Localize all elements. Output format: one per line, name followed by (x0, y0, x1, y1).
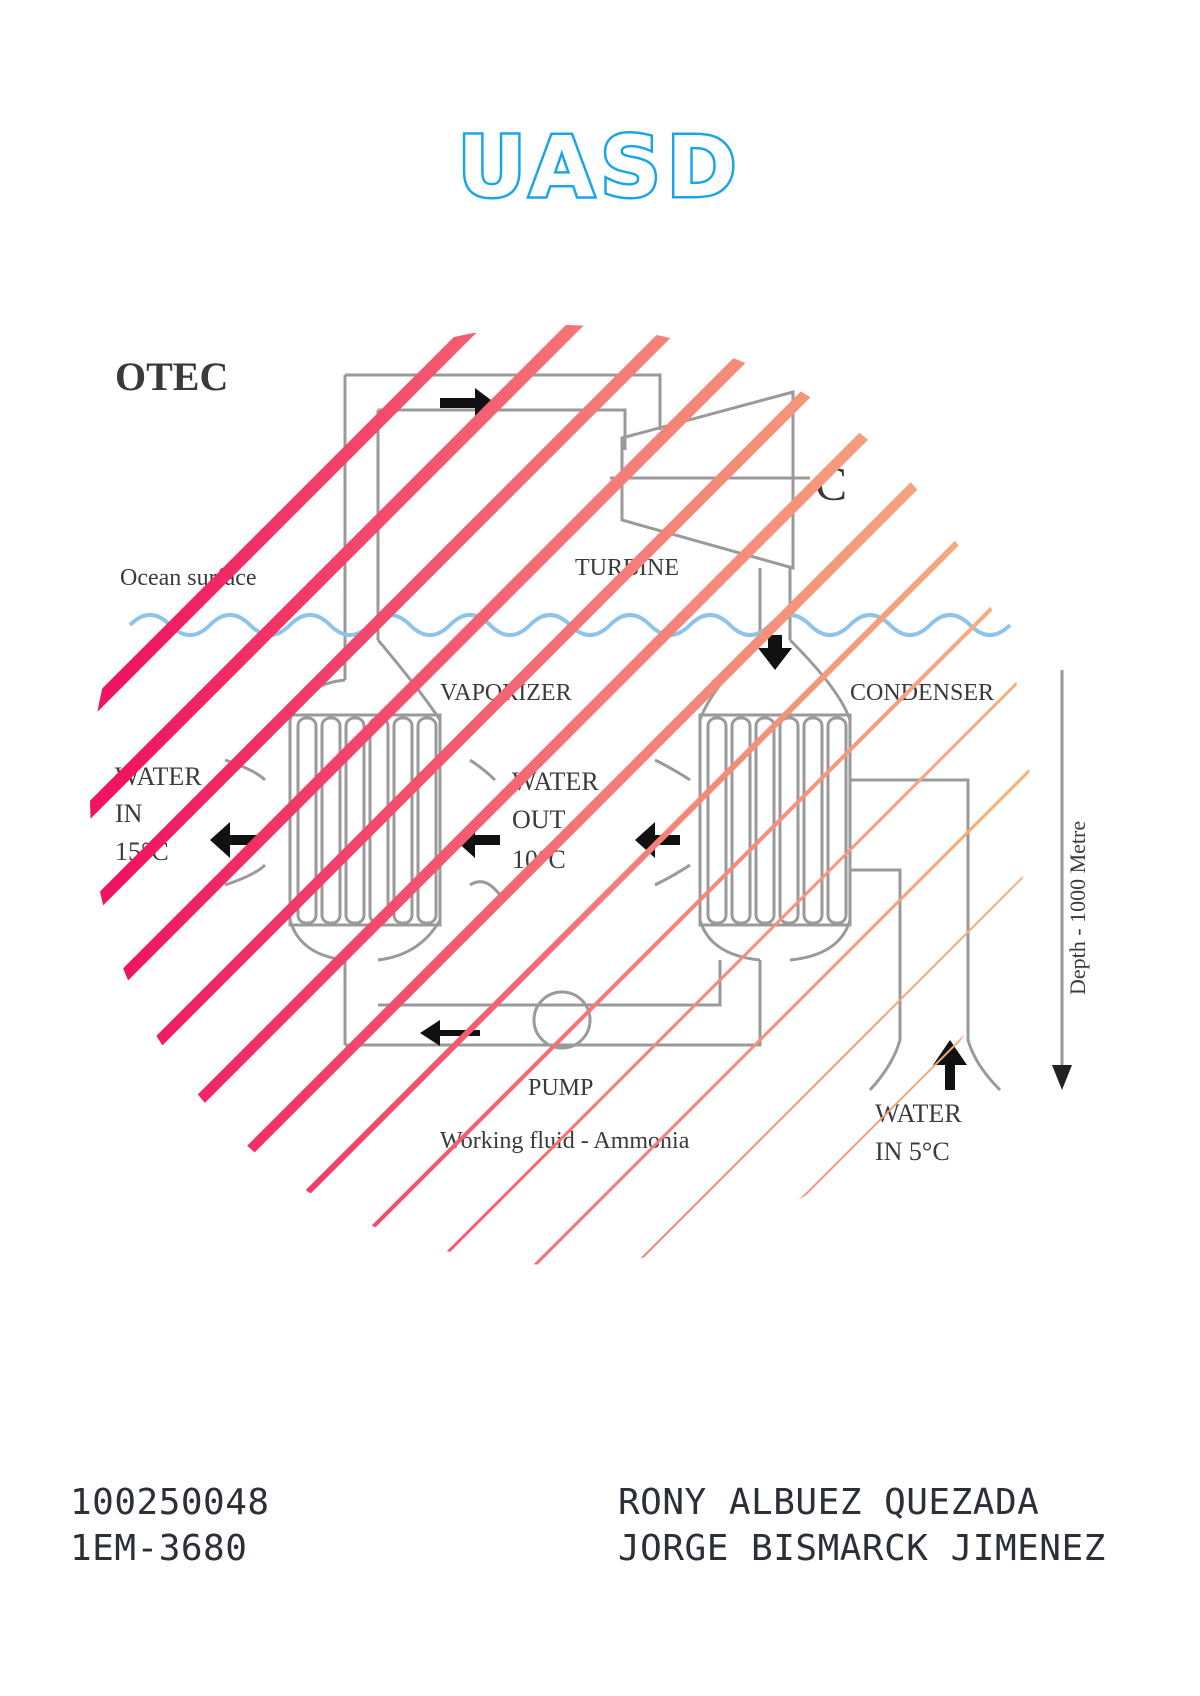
water-out-line-2: OUT (512, 805, 566, 834)
pump-label: PUMP (528, 1075, 593, 1101)
diagram-heading: OTEC (115, 354, 228, 399)
condenser-label: CONDENSER (850, 680, 994, 706)
water-in-warm-line-2: IN (115, 799, 143, 828)
author-list: RONY ALBUEZ QUEZADA JORGE BISMARCK JIMEN… (618, 1480, 1106, 1572)
depth-label: Depth - 1000 Metre (1065, 821, 1090, 995)
water-in-cold-line-1: WATER (875, 1099, 962, 1128)
student-id: 100250048 (70, 1482, 270, 1523)
page-title: UASD (455, 116, 743, 219)
author-name: RONY ALBUEZ QUEZADA (618, 1482, 1040, 1523)
course-code: 1EM-3680 (70, 1528, 248, 1569)
flow-arrows (210, 388, 967, 1090)
left-info: 100250048 1EM-3680 (70, 1480, 270, 1572)
arrow-up-icon (933, 1040, 967, 1090)
arrow-down-icon (758, 635, 792, 670)
arrow-left-icon (420, 1020, 480, 1046)
depth-arrow (1052, 670, 1072, 1090)
arrow-left-icon (210, 822, 258, 858)
water-in-cold-line-2: IN 5°C (875, 1137, 950, 1166)
author-name: JORGE BISMARCK JIMENEZ (618, 1528, 1106, 1569)
condenser-tubes (706, 716, 848, 925)
working-fluid-label: Working fluid - Ammonia (440, 1128, 690, 1154)
